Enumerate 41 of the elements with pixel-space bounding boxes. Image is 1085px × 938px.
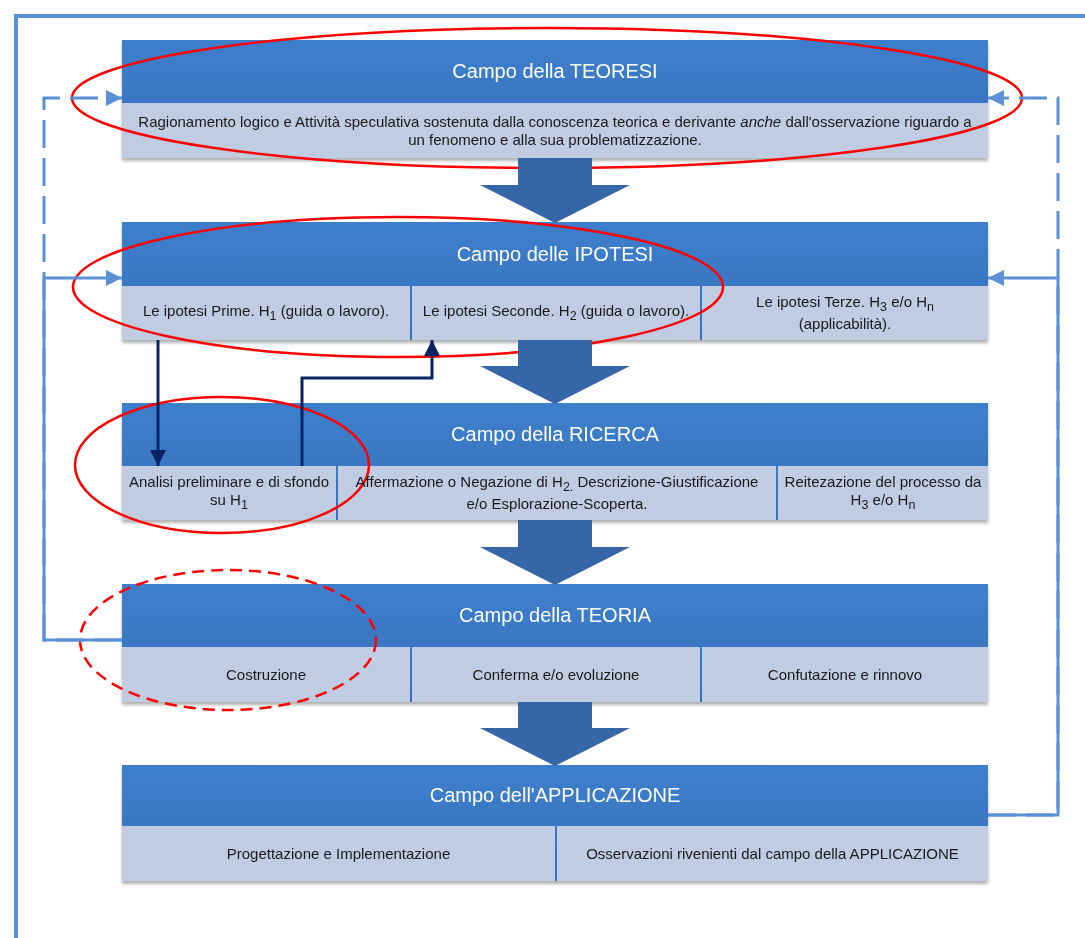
- cell-text: Ragionamento logico e Attività speculativa sostenuta dalla conoscenza teorica e derivante anche dall'osservazione riguardo a un fenomeno e alla sua problematizzazione.: [137, 112, 973, 149]
- arrow: [42, 270, 122, 642]
- block-arrow: [480, 520, 630, 585]
- cell-panel: [412, 647, 700, 702]
- cell-text: Osservazioni rivenienti dal campo della APPLICAZIONE: [586, 844, 959, 863]
- arrow: [300, 340, 440, 466]
- cell-text: Reitezazione del processo da H$_{3}$ e/o H$_{n}$: [784, 473, 982, 513]
- field-band: [122, 40, 988, 158]
- cell-panel: [122, 826, 555, 881]
- cell-panel: [122, 286, 410, 340]
- cell-panel: [122, 466, 336, 520]
- band-title: Campo delle IPOTESI: [456, 242, 654, 266]
- cell-panel: [412, 286, 700, 340]
- cell-text: Progettazione e Implementazione: [226, 844, 451, 863]
- band-title: Campo della TEORESI: [452, 60, 658, 83]
- block-arrow: [480, 158, 630, 223]
- cell-text: Conferma e/o evoluzione: [472, 665, 640, 684]
- field-band: [122, 765, 988, 881]
- cell-text: Le ipotesi Prime. H$_{1}$ (guida o lavoro).: [142, 302, 390, 324]
- cell-text: Analisi preliminare e di sfondo su H$_{1}$: [128, 473, 330, 513]
- band-title: Campo della RICERCA: [451, 423, 659, 446]
- cell-text: Le ipotesi Seconde. H$_{2}$ (guida o lavoro).: [422, 302, 690, 324]
- band-title: Campo dell'APPLICAZIONE: [429, 784, 681, 807]
- cell-panel: [702, 286, 988, 340]
- arrow: [988, 270, 1060, 817]
- field-band: [122, 222, 988, 340]
- cell-text: Le ipotesi Terze. H$_{3}$ e/o H$_{n}$ (applicabilità).: [755, 293, 935, 333]
- cell-text: Costruzione: [225, 665, 306, 684]
- cell-panel: [338, 466, 776, 520]
- arrow: [150, 340, 166, 466]
- cell-panel: [557, 826, 988, 881]
- field-band: [122, 403, 988, 520]
- cell-text: Confutazione e rinnovo: [767, 665, 923, 684]
- cell-panel: [122, 647, 410, 702]
- band-title: Campo della TEORIA: [459, 604, 651, 627]
- cell-panel: [702, 647, 988, 702]
- cell-panel: [122, 103, 988, 158]
- cell-panel: [778, 466, 988, 520]
- field-band: [122, 584, 988, 702]
- block-arrow: [480, 702, 630, 766]
- block-arrow: [480, 340, 630, 404]
